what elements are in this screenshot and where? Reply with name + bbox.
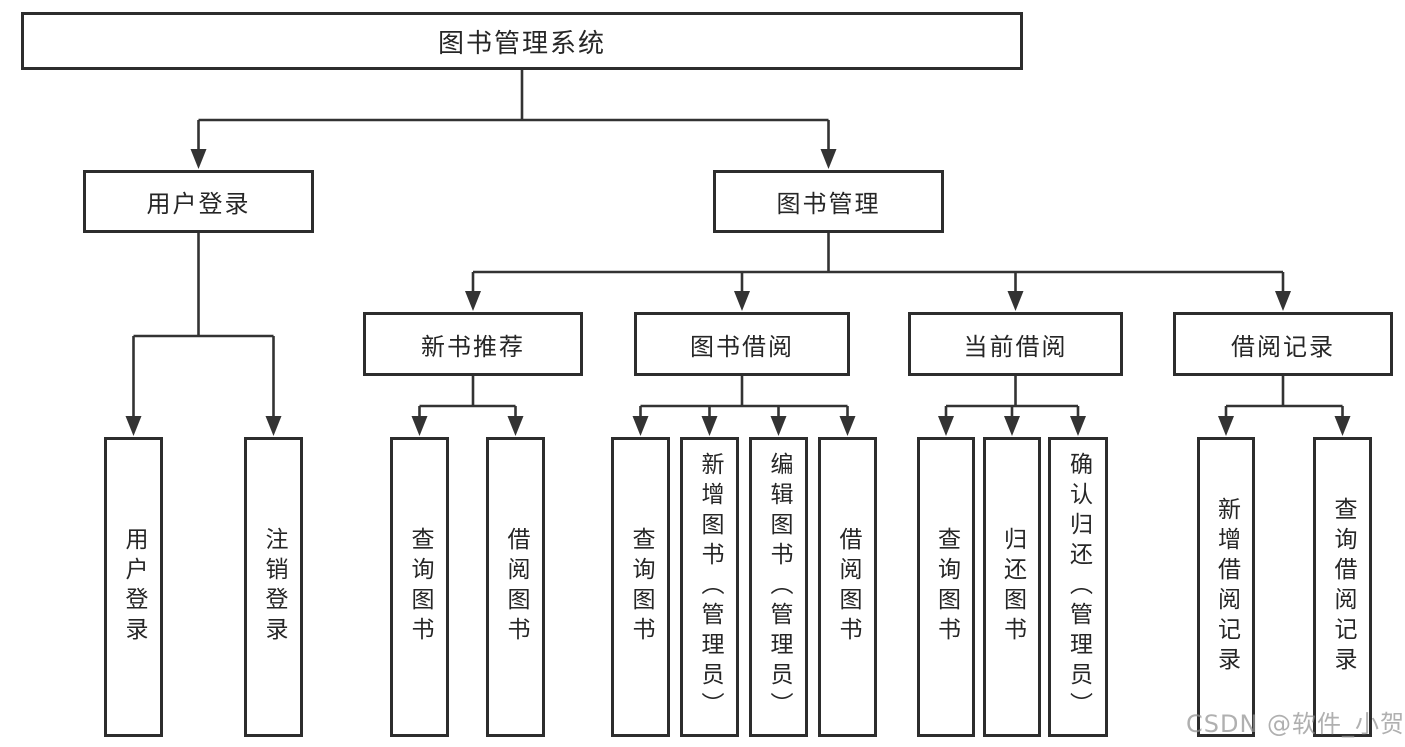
- node-label: 借阅图书: [835, 527, 861, 647]
- leaf-edit-book-admin: 编辑图书（管理员）: [749, 437, 808, 737]
- node-label: 用户登录: [146, 190, 251, 218]
- node-label: 新增借阅记录: [1213, 497, 1240, 677]
- node-label: 借阅记录: [1231, 332, 1335, 361]
- node-label: 查询图书: [933, 527, 960, 647]
- node-label: 图书借阅: [690, 332, 794, 361]
- leaf-add-book-admin: 新增图书（管理员）: [680, 437, 739, 737]
- leaf-query-borrow-record: 查询借阅记录: [1313, 437, 1372, 737]
- node-book-borrowing: 图书借阅: [634, 312, 850, 376]
- node-library-management-system: 图书管理系统: [21, 12, 1023, 70]
- leaf-confirm-return-admin: 确认归还（管理员）: [1048, 437, 1108, 737]
- node-label: 编辑图书（管理员）: [766, 452, 792, 722]
- node-label: 借阅图书: [503, 527, 529, 647]
- node-label: 用户登录: [121, 527, 147, 647]
- node-current-borrowing: 当前借阅: [908, 312, 1123, 376]
- leaf-user-login: 用户登录: [104, 437, 163, 737]
- leaf-borrow-books-recommend: 借阅图书: [486, 437, 545, 737]
- node-label: 图书管理系统: [437, 28, 606, 59]
- node-label: 确认归还（管理员）: [1065, 452, 1092, 722]
- node-new-book-recommendation: 新书推荐: [363, 312, 583, 376]
- leaf-query-books-current: 查询图书: [917, 437, 975, 737]
- leaf-borrow-books: 借阅图书: [818, 437, 877, 737]
- node-borrowing-records: 借阅记录: [1173, 312, 1393, 376]
- leaf-query-books-recommend: 查询图书: [390, 437, 449, 737]
- node-label: 查询图书: [628, 527, 654, 647]
- node-label: 图书管理: [776, 190, 881, 218]
- node-label: 归还图书: [999, 527, 1026, 647]
- leaf-logout: 注销登录: [244, 437, 303, 737]
- node-label: 查询图书: [407, 527, 433, 647]
- leaf-return-books: 归还图书: [983, 437, 1041, 737]
- node-label: 新书推荐: [421, 332, 525, 361]
- leaf-add-borrow-record: 新增借阅记录: [1197, 437, 1255, 737]
- node-user-login: 用户登录: [83, 170, 314, 233]
- node-label: 注销登录: [261, 527, 287, 647]
- node-label: 新增图书（管理员）: [697, 452, 723, 722]
- node-label: 当前借阅: [963, 332, 1068, 361]
- node-label: 查询借阅记录: [1330, 497, 1356, 677]
- csdn-watermark: CSDN @软件_小贺同学: [1186, 710, 1405, 738]
- leaf-query-books-borrow: 查询图书: [611, 437, 670, 737]
- node-book-management: 图书管理: [713, 170, 944, 233]
